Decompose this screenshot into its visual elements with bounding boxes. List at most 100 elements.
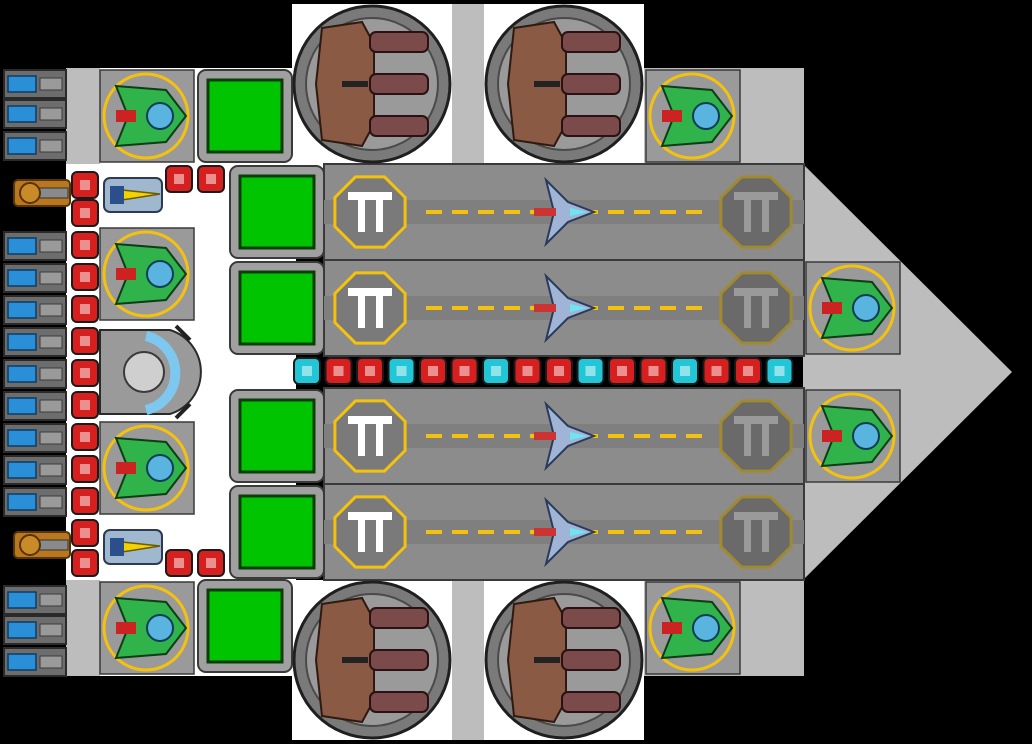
turret-icon[interactable]	[99, 69, 195, 163]
armor-block	[545, 357, 573, 385]
turret-icon[interactable]	[645, 69, 741, 163]
pad-t-icon	[348, 192, 392, 232]
reactor-cell	[3, 423, 67, 453]
storage-crates	[197, 69, 325, 673]
armor-block-core	[554, 366, 564, 376]
armor-block-core	[459, 366, 470, 376]
armor-block-core	[80, 208, 90, 218]
heavy-cannon-icon[interactable]	[484, 580, 644, 740]
launcher-core	[110, 538, 124, 556]
reactor-coupler	[39, 463, 63, 477]
launcher-core	[110, 186, 124, 204]
turret-muzzle	[662, 110, 682, 122]
turret-slot	[342, 657, 368, 663]
fighter-engine	[534, 304, 556, 312]
turret-icon[interactable]	[805, 389, 901, 483]
armor-block-core	[174, 558, 184, 568]
reactor-cell	[3, 647, 67, 677]
landing-pad-octagon	[333, 175, 407, 249]
armor-block-core	[80, 272, 90, 282]
gun-mount[interactable]	[13, 179, 71, 207]
battery-icon	[7, 365, 37, 383]
pad-t-stem-left	[744, 520, 751, 552]
armor-block-core	[80, 528, 90, 538]
pad-t-icon	[348, 288, 392, 328]
heavy-cannon-icon[interactable]	[292, 4, 452, 164]
missile-launcher[interactable]	[103, 177, 163, 213]
turret-lens	[146, 454, 174, 482]
landing-pad-octagon	[719, 175, 793, 249]
shield-generator-icon[interactable]	[99, 324, 202, 420]
cannon-barrel	[369, 73, 429, 95]
reactor-cell	[3, 391, 67, 421]
storage-crate[interactable]	[229, 389, 325, 483]
gun-mount[interactable]	[13, 531, 71, 559]
armor-block	[71, 327, 99, 355]
turret-muzzle	[116, 462, 136, 474]
turret-icon[interactable]	[805, 261, 901, 355]
battery-icon	[7, 429, 37, 447]
cannon-barrel	[561, 649, 621, 671]
landing-pad-octagon	[719, 271, 793, 345]
crate-fill	[238, 270, 316, 346]
turret-icon[interactable]	[99, 227, 195, 321]
storage-crate[interactable]	[197, 579, 293, 673]
armor-block-core	[680, 366, 690, 376]
storage-crate[interactable]	[229, 165, 325, 259]
armor-block	[702, 357, 731, 385]
cannon-barrel	[369, 607, 429, 629]
hull-left-strip-top	[66, 68, 100, 164]
storage-crate[interactable]	[229, 261, 325, 355]
launch-bays	[323, 163, 805, 581]
turret-range-ring	[808, 264, 896, 352]
pad-t-stem-right	[762, 296, 769, 328]
armor-block-core	[206, 174, 216, 184]
turret-range-ring	[102, 584, 190, 672]
armor-block-core	[80, 180, 90, 190]
armor-block	[324, 357, 353, 385]
landing-pad	[719, 175, 793, 249]
armor-block-core	[174, 174, 184, 184]
armor-block	[576, 357, 605, 385]
armor-block	[71, 231, 99, 259]
turret-lens	[852, 422, 880, 450]
turret-icon[interactable]	[645, 581, 741, 675]
fighter-icon[interactable]	[534, 496, 597, 568]
turret-icon[interactable]	[99, 421, 195, 515]
turret-range-ring	[102, 230, 190, 318]
fighter-icon[interactable]	[534, 176, 597, 248]
armor-block	[165, 165, 193, 193]
launch-bay[interactable]	[323, 483, 805, 581]
armor-block-core	[80, 304, 90, 314]
reactor-coupler	[39, 303, 63, 317]
fighter-icon[interactable]	[534, 272, 597, 344]
armor-block-core	[206, 558, 216, 568]
pad-t-stem-left	[358, 424, 365, 456]
reactor-coupler	[39, 399, 63, 413]
storage-crate[interactable]	[197, 69, 293, 163]
storage-crate[interactable]	[229, 485, 325, 579]
heavy-cannon-icon[interactable]	[292, 580, 452, 740]
heavy-cannon-icon[interactable]	[484, 4, 644, 164]
turret-muzzle	[116, 622, 136, 634]
pad-t-bar	[348, 192, 392, 200]
turret-lens	[852, 294, 880, 322]
hull-bow	[803, 164, 1012, 580]
pad-t-bar	[348, 288, 392, 296]
turret-range-ring	[102, 424, 190, 512]
fighter-cockpit	[570, 208, 588, 216]
armor-chain-left	[71, 165, 225, 577]
turret-slot	[534, 657, 560, 663]
cannon-barrel	[369, 31, 429, 53]
launch-bay[interactable]	[323, 387, 805, 485]
landing-pad-octagon	[333, 495, 407, 569]
crate-fill	[238, 494, 316, 570]
missile-launcher[interactable]	[103, 529, 163, 565]
armor-block-core	[711, 366, 722, 376]
launch-bay[interactable]	[323, 163, 805, 261]
fighter-icon[interactable]	[534, 400, 597, 472]
armor-block	[671, 357, 699, 385]
launch-bay[interactable]	[323, 259, 805, 357]
armor-block	[419, 357, 447, 385]
turret-icon[interactable]	[99, 581, 195, 675]
